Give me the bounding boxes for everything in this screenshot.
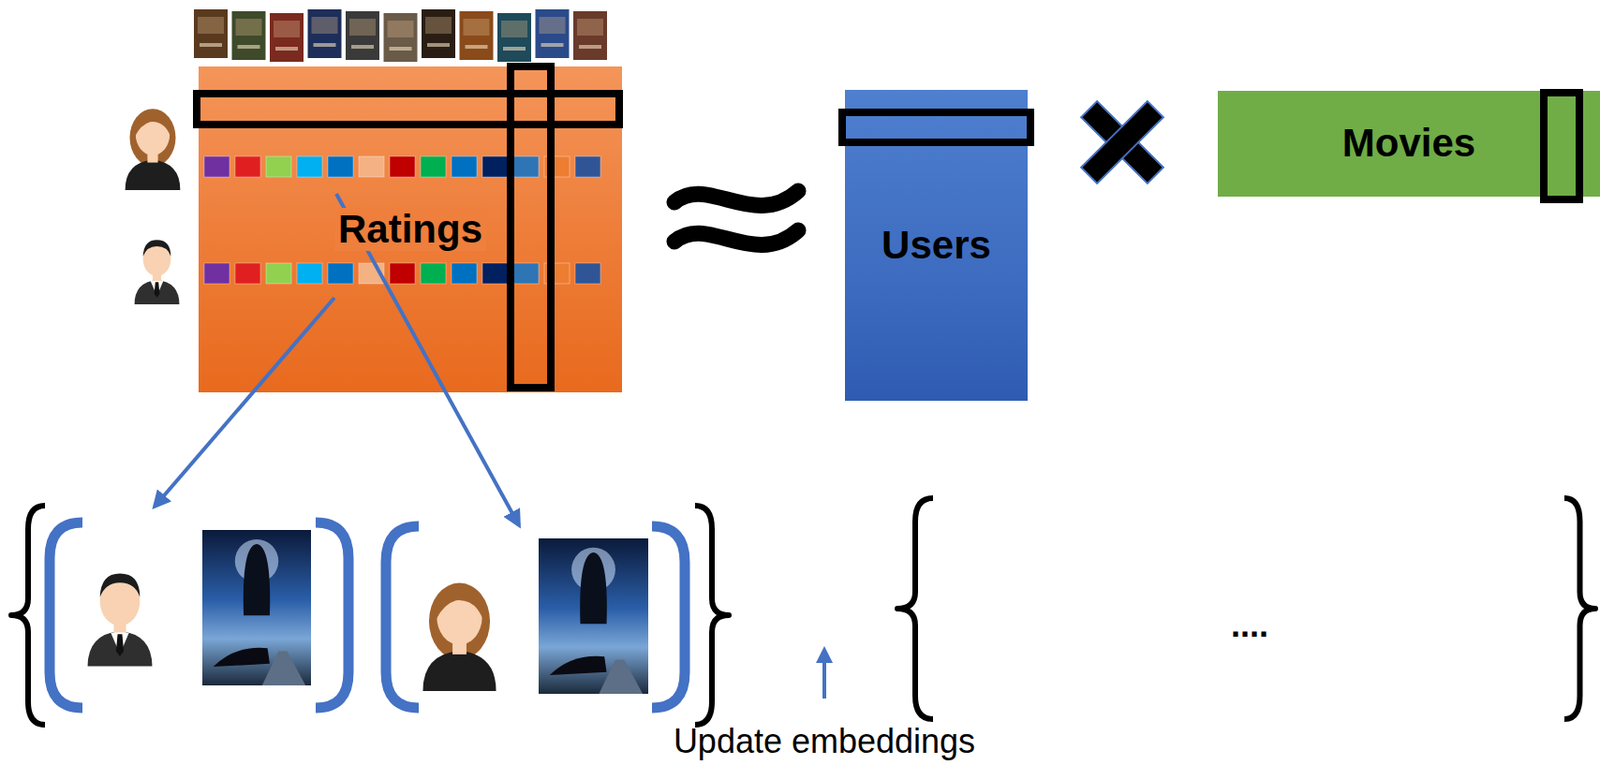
movie-posters: [193, 9, 608, 62]
open-brace: [11, 505, 45, 726]
woman-icon: [125, 108, 181, 191]
man-icon: [134, 239, 180, 305]
rating-row: [204, 156, 601, 178]
close-brace: [1564, 498, 1596, 720]
movie-poster: [202, 530, 312, 686]
matrix-label: Movies: [1338, 121, 1480, 165]
row-highlight: [196, 93, 620, 125]
open-bracket: [49, 522, 83, 709]
woman-icon: [422, 583, 496, 692]
close-brace: [695, 505, 729, 726]
open-bracket: [385, 526, 419, 709]
movie-poster: [538, 538, 649, 695]
man-icon: [88, 573, 153, 667]
movies-matrix: Movies: [1217, 90, 1600, 197]
users-matrix: Users: [844, 89, 1028, 401]
rating-row: [204, 263, 601, 284]
movie-column-highlight: [1543, 92, 1580, 200]
column-highlight: [510, 66, 551, 388]
open-brace: [897, 498, 934, 720]
approx-sign: [674, 191, 799, 246]
ellipsis: ....: [1230, 608, 1269, 643]
update-arrow: [815, 646, 833, 699]
caption-note: Update embeddings: [673, 725, 976, 759]
user-row-highlight: [842, 112, 1031, 143]
ratings-matrix: Ratings: [198, 66, 623, 393]
close-bracket: [315, 522, 349, 709]
matrix-label: Users: [877, 223, 995, 267]
close-bracket: [651, 526, 685, 709]
matrix-label: Ratings: [334, 207, 487, 252]
multiply-sign: [1081, 101, 1164, 184]
sample-arrow: [154, 297, 335, 507]
